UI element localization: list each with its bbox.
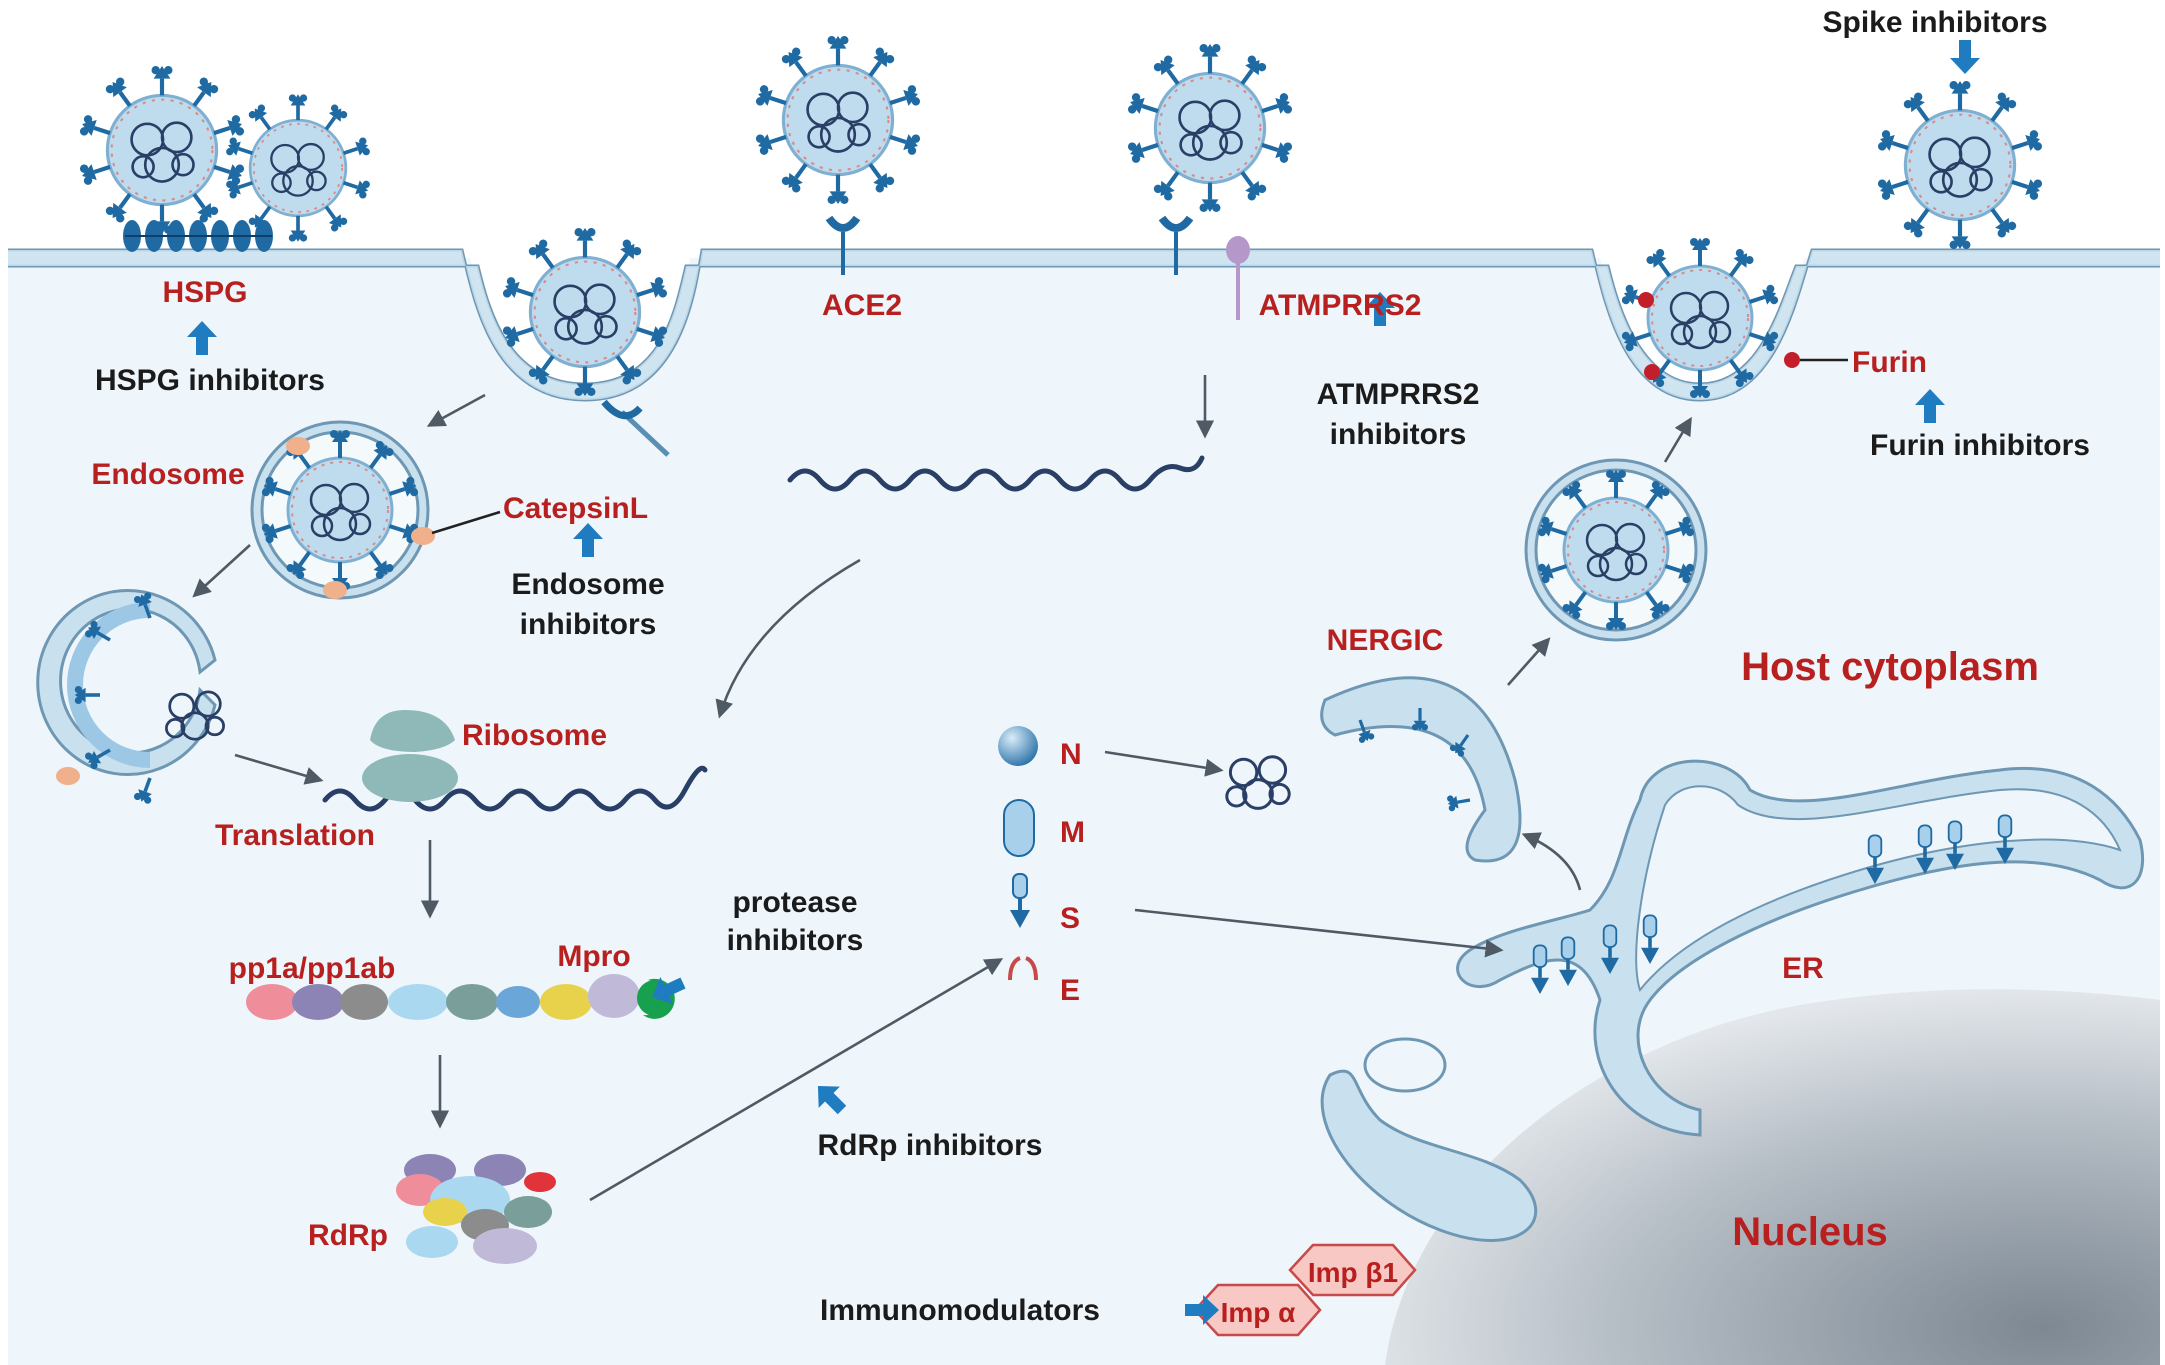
label-protein-s: S bbox=[1060, 902, 1080, 935]
endosome bbox=[250, 420, 501, 600]
label-hspg: HSPG bbox=[162, 276, 247, 309]
ace2-receptor bbox=[825, 215, 1194, 275]
viral-rna-released bbox=[787, 455, 1205, 492]
label-translation: Translation bbox=[215, 819, 375, 852]
label-endosome-inhibitors-1: Endosome bbox=[511, 568, 664, 601]
label-catepsinl: CatepsinL bbox=[503, 492, 648, 525]
ribosome bbox=[362, 710, 458, 802]
tmprss2-protease bbox=[1226, 236, 1250, 320]
endoplasmic-reticulum bbox=[1320, 759, 2145, 1242]
label-atmprrs2-inhibitors-1: ATMPRRS2 bbox=[1317, 378, 1480, 411]
pit-ace2 bbox=[601, 399, 670, 457]
label-ribosome: Ribosome bbox=[462, 719, 607, 752]
label-endosome-inhibitors-2: inhibitors bbox=[520, 608, 657, 641]
label-host-cytoplasm: Host cytoplasm bbox=[1741, 645, 2039, 689]
label-er: ER bbox=[1782, 952, 1824, 985]
label-protein-n: N bbox=[1060, 738, 1082, 771]
label-pp1a-pp1ab: pp1a/pp1ab bbox=[229, 952, 396, 985]
polyprotein-pp1a bbox=[246, 974, 640, 1020]
label-immunomodulators: Immunomodulators bbox=[820, 1294, 1100, 1327]
process-arrows bbox=[192, 375, 1692, 1202]
label-atmprrs2-inhibitors-2: inhibitors bbox=[1330, 418, 1467, 451]
secretory-vesicle bbox=[1524, 458, 1708, 642]
rdrp-complex bbox=[396, 1154, 556, 1264]
plasma-membrane bbox=[8, 248, 2160, 402]
label-protease-inhibitors-1: protease bbox=[732, 886, 857, 919]
label-protein-e: E bbox=[1060, 974, 1080, 1007]
label-nucleus: Nucleus bbox=[1732, 1210, 1888, 1254]
nergic-compartment bbox=[1320, 676, 1522, 863]
importin-complex bbox=[1193, 1243, 1417, 1337]
label-nergic: NERGIC bbox=[1327, 624, 1444, 657]
label-imp-alpha: Imp α bbox=[1221, 1297, 1296, 1328]
label-spike-inhibitors: Spike inhibitors bbox=[1822, 6, 2047, 39]
structural-protein-icons bbox=[998, 726, 1038, 981]
label-protease-inhibitors-2: inhibitors bbox=[727, 924, 864, 957]
label-endosome: Endosome bbox=[91, 458, 244, 491]
label-rdrp: RdRp bbox=[308, 1219, 388, 1252]
label-furin-inhibitors: Furin inhibitors bbox=[1870, 429, 2090, 462]
label-rdrp-inhibitors: RdRp inhibitors bbox=[818, 1129, 1043, 1162]
label-imp-beta1: Imp β1 bbox=[1308, 1257, 1398, 1288]
label-protein-m: M bbox=[1060, 816, 1085, 849]
label-ace2: ACE2 bbox=[822, 289, 902, 322]
label-furin: Furin bbox=[1852, 346, 1927, 379]
nucleus-shape bbox=[1385, 989, 2160, 1365]
furin-enzymes bbox=[1638, 292, 1848, 380]
uncoating-endosome bbox=[36, 589, 225, 807]
label-mpro: Mpro bbox=[557, 940, 630, 973]
label-hspg-inhibitors: HSPG inhibitors bbox=[95, 364, 325, 397]
label-atmprrs2: ATMPRRS2 bbox=[1259, 289, 1422, 322]
